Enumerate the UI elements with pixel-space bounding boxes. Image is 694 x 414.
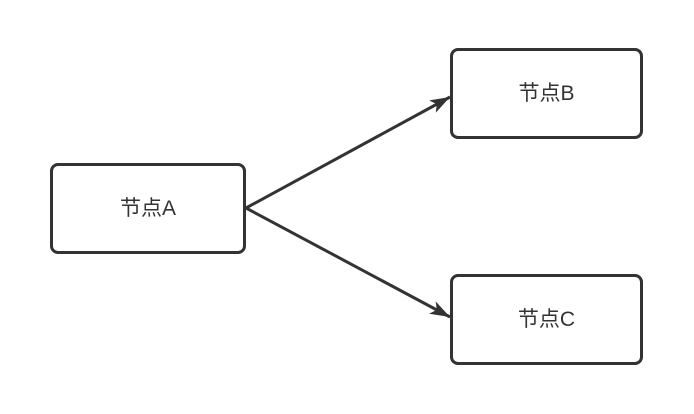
edge-a-to-b [245, 95, 451, 210]
node-a[interactable]: 节点A [50, 163, 246, 254]
node-b[interactable]: 节点B [450, 48, 643, 139]
edge-a-to-c [245, 206, 451, 319]
node-c-label: 节点C [517, 308, 576, 331]
node-a-label: 节点A [119, 197, 176, 220]
node-b-label: 节点B [518, 82, 575, 105]
node-c[interactable]: 节点C [450, 274, 643, 365]
